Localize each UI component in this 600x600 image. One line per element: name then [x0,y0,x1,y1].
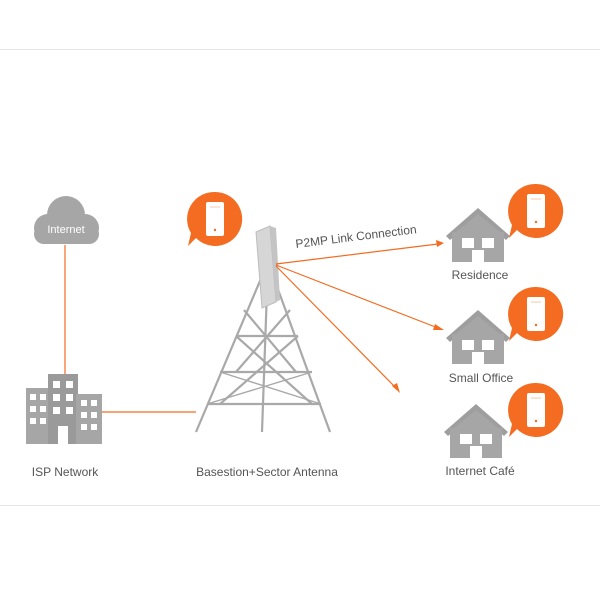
house-icon-small-office [446,310,510,364]
internet-cafe-device-bubble [507,382,564,438]
house-icon-residence [446,208,510,262]
isp-label: ISP Network [32,465,99,479]
basestation-device-bubble [186,191,243,247]
house-icon-internet-cafe [444,404,508,458]
cloud-icon [34,196,99,244]
sector-antenna-icon [255,225,280,309]
residence-label: Residence [452,268,509,282]
bottom-divider [0,505,600,506]
basestation-label: Basestion+Sector Antenna [196,465,338,479]
residence-device-bubble [507,183,564,239]
small-office-label: Small Office [449,371,514,385]
internet-cafe-label: Internet Café [445,464,515,478]
link-internet-cafe [275,265,397,389]
internet-label: Internet [47,224,84,236]
building-icon [26,374,102,444]
link-small-office [275,264,439,329]
top-divider [0,49,600,50]
link-residence [275,243,439,265]
small-office-device-bubble [507,286,564,342]
link-label: P2MP Link Connection [295,222,418,251]
